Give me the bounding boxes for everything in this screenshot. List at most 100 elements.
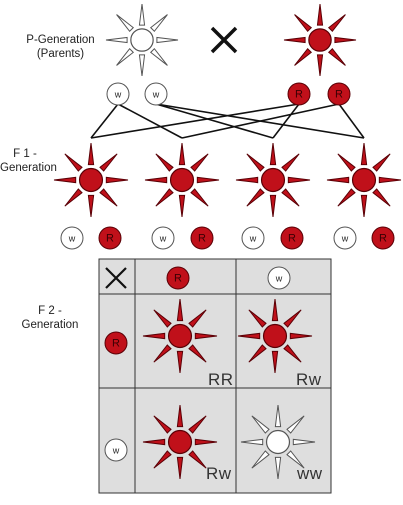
petal <box>105 176 129 184</box>
f1-generation-label: F 1 - Generation <box>0 148 57 174</box>
allele-letter: R <box>112 338 120 350</box>
petal <box>294 47 313 66</box>
flower-center <box>167 323 193 349</box>
petal <box>281 153 300 172</box>
allele-letter: w <box>249 234 257 244</box>
punnett-row-header: R <box>104 331 128 355</box>
petal <box>176 298 184 322</box>
petal <box>269 194 277 218</box>
petal <box>283 36 306 44</box>
allele-letter: R <box>288 233 296 245</box>
inheritance-line <box>155 103 274 139</box>
petal <box>155 188 174 207</box>
f1-allele: w <box>241 226 265 250</box>
petal <box>53 176 77 184</box>
petal <box>178 142 186 166</box>
punnett-cell-flower <box>142 404 218 480</box>
petal <box>360 194 368 218</box>
petal <box>248 309 267 328</box>
allele-circle <box>267 266 291 290</box>
petal <box>271 298 279 322</box>
punnett-column-header: R <box>166 266 190 290</box>
parent-flower-red <box>283 3 357 77</box>
allele-circle <box>106 82 130 106</box>
parent-flower-white <box>105 3 179 77</box>
petal <box>251 415 270 434</box>
allele-circle <box>190 226 214 250</box>
petal <box>153 344 172 363</box>
petal <box>246 188 265 207</box>
petal <box>176 404 184 428</box>
petal <box>269 142 277 166</box>
inheritance-line <box>338 103 365 139</box>
petal <box>378 176 402 184</box>
allele-circle <box>60 226 84 250</box>
petal <box>237 332 261 340</box>
petal <box>271 350 279 374</box>
allele-letter: R <box>379 233 387 245</box>
petal <box>281 188 300 207</box>
petal <box>240 438 264 446</box>
petal <box>337 153 356 172</box>
allele-circle <box>98 226 122 250</box>
f1-flower <box>53 142 129 218</box>
petal <box>188 309 207 328</box>
petal <box>64 188 83 207</box>
petal <box>64 153 83 172</box>
allele-letter: w <box>114 90 122 100</box>
inheritance-line <box>117 103 183 139</box>
petal <box>176 350 184 374</box>
punnett-genotype-ww: ww <box>297 464 323 483</box>
petal <box>274 456 282 480</box>
punnett-cell-flower <box>237 298 313 374</box>
parent-allele: w <box>144 82 168 106</box>
petal <box>142 332 166 340</box>
parent-allele: R <box>327 82 351 106</box>
punnett-cross-symbol <box>105 267 127 289</box>
petal <box>190 153 209 172</box>
petal <box>286 415 305 434</box>
petal <box>153 309 172 328</box>
petal <box>138 3 146 26</box>
p-generation-label: P-Generation (Parents) <box>26 34 95 60</box>
inheritance-line <box>90 103 300 139</box>
petal <box>144 176 168 184</box>
f2-generation-label: F 2 - Generation <box>21 305 79 331</box>
f1-allele: w <box>60 226 84 250</box>
punnett-genotype-rr: RR <box>208 370 234 389</box>
allele-letter: w <box>152 90 160 100</box>
petal <box>283 344 302 363</box>
petal <box>274 404 282 428</box>
parent-allele: R <box>287 82 311 106</box>
cross-lines <box>90 103 365 139</box>
allele-circle <box>104 331 128 355</box>
allele-letter: w <box>159 234 167 244</box>
petal <box>188 415 207 434</box>
punnett-genotype-rw-bottom: Rw <box>206 464 232 483</box>
petal <box>292 438 316 446</box>
flower-center <box>130 28 154 52</box>
f1-allele: R <box>190 226 214 250</box>
allele-letter: R <box>174 273 182 285</box>
f1-allele: R <box>371 226 395 250</box>
flower-center <box>167 429 193 455</box>
allele-circle <box>371 226 395 250</box>
allele-letter: R <box>295 89 303 101</box>
petal <box>194 332 218 340</box>
allele-letter: R <box>335 89 343 101</box>
flower-center <box>169 167 195 193</box>
flower-center <box>351 167 377 193</box>
flower-center <box>78 167 104 193</box>
allele-circle <box>166 266 190 290</box>
f1-flower <box>144 142 220 218</box>
punnett-genotype-rw-top: Rw <box>296 370 322 389</box>
inheritance-line <box>90 103 119 139</box>
petal <box>153 450 172 469</box>
petal <box>176 456 184 480</box>
petal <box>153 415 172 434</box>
punnett-column-header: w <box>267 266 291 290</box>
cross-symbol <box>210 26 238 54</box>
petal <box>188 344 207 363</box>
petal <box>283 309 302 328</box>
